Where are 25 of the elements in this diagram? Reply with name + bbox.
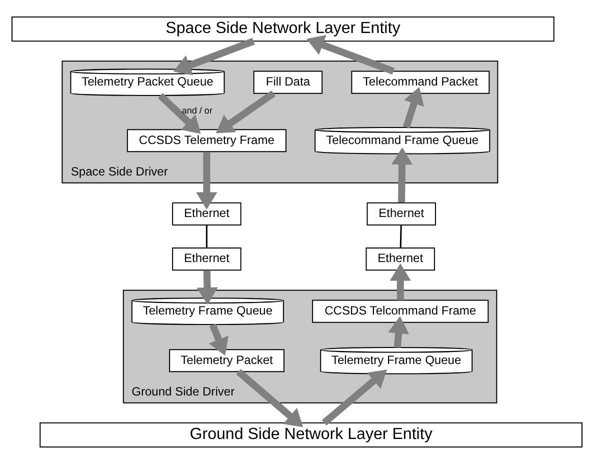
arrow [306,34,395,74]
node-box: Telecommand Packet [351,70,490,94]
node-box: CCSDS Telemetry Frame [126,128,286,152]
node-box: Ground Side Network Layer Entity [40,422,582,447]
arrow [158,92,201,134]
arrow [322,369,387,425]
node-box: Ethernet [172,247,242,270]
node-box: Space Side Network Layer Entity [12,16,554,42]
arrow [390,263,411,300]
edge-label: and / or [182,105,212,116]
node-box: Ethernet [366,202,436,225]
node-box: Telemetry Packet [169,348,284,372]
node-box: CCSDS Telcommand Frame [312,299,489,322]
arrow [208,322,228,356]
node-box: Ethernet [172,202,242,225]
arrow [391,146,413,202]
arrow [196,270,218,304]
node-box: Fill Data [253,70,323,94]
arrow [216,90,276,133]
connector [400,224,402,248]
arrow [402,86,424,128]
node-box: Ethernet [366,247,435,270]
arrow [236,368,304,427]
arrow [388,316,410,348]
connector [206,224,208,248]
